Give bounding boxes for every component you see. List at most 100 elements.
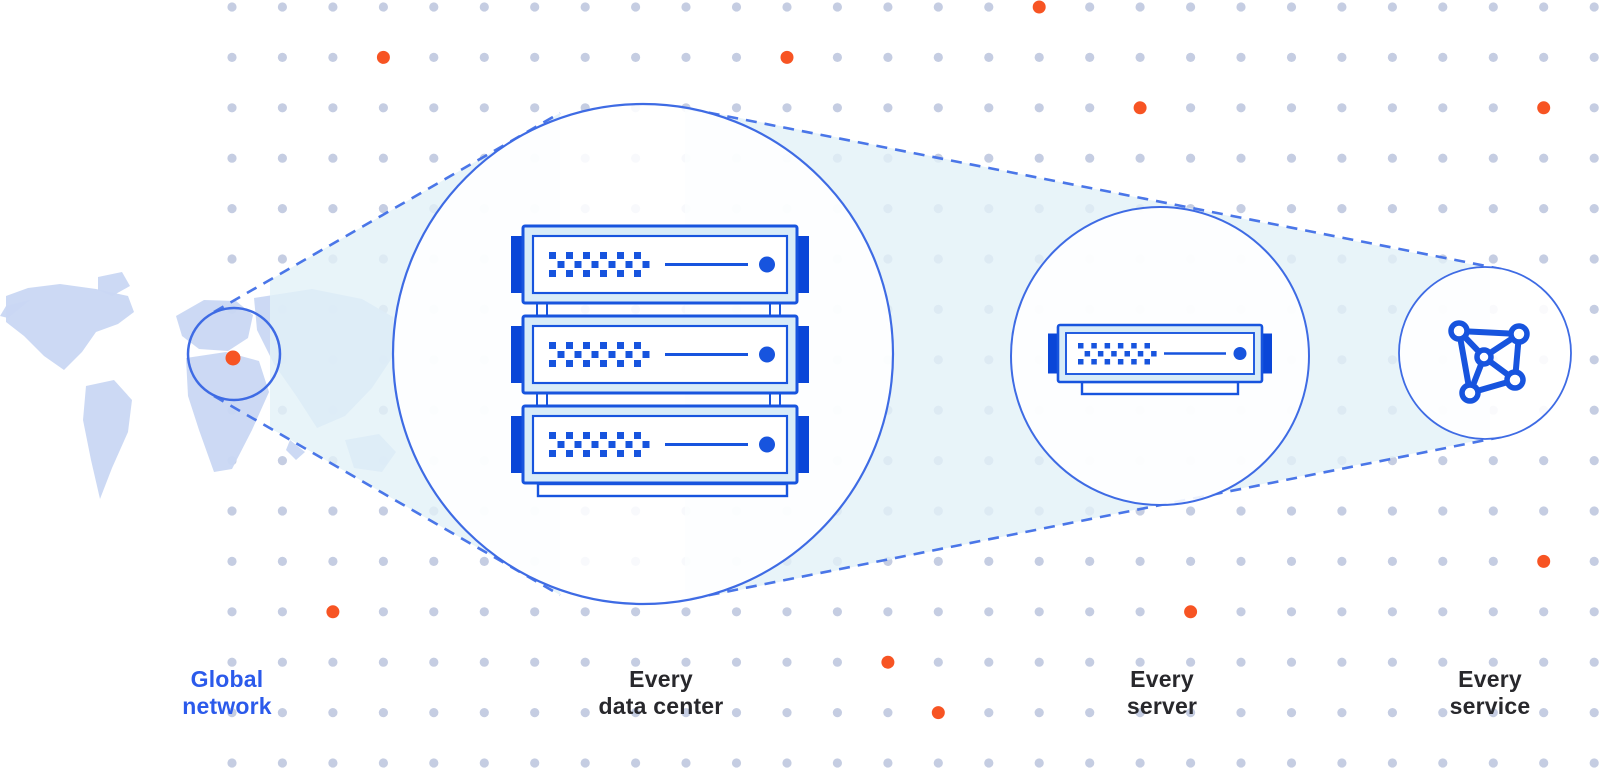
grid-dot [1135,708,1145,718]
grid-dot [1488,607,1498,617]
grid-dot [1387,708,1397,718]
grid-dot [1135,758,1145,768]
grid-dot [530,2,540,12]
grid-dot [984,607,994,617]
grid-dot [479,103,489,113]
grid-dot [1438,657,1448,667]
grid-dot [1539,153,1549,163]
grid-dot [378,607,388,617]
grid-dot [933,556,943,567]
grid-dot [1085,758,1095,768]
grid-dot [530,708,540,718]
grid-dot [1186,153,1196,163]
grid-dot-orange [1184,605,1198,619]
grid-dot [1539,456,1549,466]
grid-dot [681,607,691,617]
grid-dot [1085,52,1095,63]
grid-dot [227,657,237,667]
grid-dot [1589,657,1599,667]
grid-dot [378,103,388,113]
grid-dot [984,52,994,63]
grid-dot [1387,456,1397,466]
grid-dot [1186,506,1196,516]
grid-dot [1589,254,1599,264]
grid-dot [984,2,994,12]
grid-dot-orange [1537,101,1551,115]
grid-dot [1589,204,1599,214]
grid-dot [479,657,489,667]
grid-dot [1438,556,1448,567]
grid-dot [681,52,691,63]
grid-dot [1387,153,1397,163]
grid-dot [1488,254,1498,264]
grid-dot [1488,153,1498,163]
grid-dot [1488,2,1498,12]
grid-dot [227,103,237,113]
grid-dot [782,103,792,113]
grid-dot [227,607,237,617]
grid-dot [1589,506,1599,516]
server-pedestal [1080,380,1240,396]
grid-dot [328,556,338,567]
server-led [1233,347,1247,360]
grid-dot [1286,657,1297,667]
grid-dot [1539,708,1549,718]
grid-dot [1539,2,1549,12]
grid-dot [984,758,994,768]
server-stack-icon [511,224,809,498]
grid-dot [1589,153,1599,163]
grid-dot [378,758,388,768]
grid-dot [1286,103,1297,113]
grid-dot [883,2,893,12]
grid-dot [378,657,388,667]
grid-dot [782,758,792,768]
map-highlight-circle [186,306,282,402]
grid-dot [1236,153,1246,163]
grid-dot [1488,204,1498,214]
grid-dot [1539,506,1549,516]
grid-dot [1488,103,1498,113]
grid-dot [1337,556,1347,567]
grid-dot [731,103,742,113]
grid-dot [933,52,943,63]
grid-dot [1186,556,1196,567]
grid-dot [429,607,439,617]
grid-dot [731,2,742,12]
grid-dot [1589,758,1599,768]
grid-dot [530,607,540,617]
grid-dot [530,657,540,667]
grid-dot [378,708,388,718]
grid-dot [1387,657,1397,667]
grid-dot [1438,607,1448,617]
grid-dot [530,758,540,768]
grid-dot [984,708,994,718]
grid-dot [1085,153,1095,163]
mesh-node [1508,323,1530,345]
grid-dot [277,103,287,113]
server-unit [511,404,809,485]
network-mesh-icon [1448,320,1530,404]
grid-dot [1589,456,1599,466]
mesh-node [1504,369,1526,391]
grid-dot [1387,556,1397,567]
grid-dot [277,607,287,617]
grid-dot [1589,355,1599,365]
grid-dot [1186,758,1196,768]
grid-dot [1085,2,1095,12]
grid-dot [1236,708,1246,718]
grid-dot [1186,2,1196,12]
label-every-server: Every server [1126,666,1198,719]
grid-dot [378,556,388,567]
server-unit [1048,323,1272,384]
grid-dot [832,2,843,12]
grid-dot-orange [780,50,794,64]
grid-dot [984,657,994,667]
mesh-node [1459,382,1481,404]
grid-dot [227,506,237,516]
grid-dot [429,2,439,12]
grid-dot [429,758,439,768]
grid-dot [580,52,590,63]
grid-dot [328,52,338,63]
grid-dot [1337,103,1347,113]
grid-dot [1286,758,1297,768]
